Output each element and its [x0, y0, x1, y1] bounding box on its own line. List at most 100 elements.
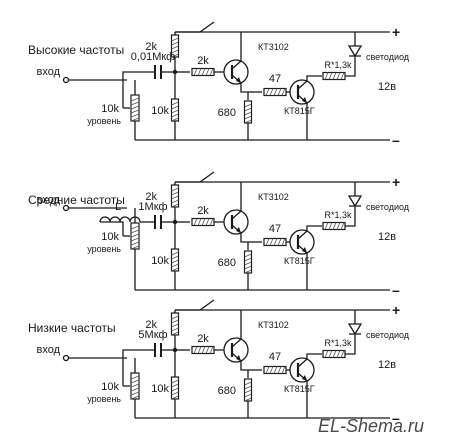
cap-label: 0,01Мкф — [131, 51, 175, 63]
resistor-base-hatch — [201, 218, 206, 226]
transistor-q1-circle — [223, 59, 249, 85]
r-base-label: 2k — [197, 55, 209, 67]
voltage-label: 12в — [378, 81, 396, 93]
resistor-emitter-hatch — [244, 265, 252, 270]
led-lead — [345, 62, 356, 77]
resistor-led-hatch — [328, 72, 333, 80]
resistor-bottom-hatch — [171, 391, 179, 396]
led-label: светодиод — [366, 330, 410, 340]
pot-value-label: 10k — [101, 103, 119, 115]
resistor-base-hatch — [201, 68, 206, 76]
resistor-led — [322, 221, 346, 231]
resistor-led-hatch — [332, 222, 337, 230]
resistor-led-hatch — [340, 222, 345, 230]
potentiometer-hatch — [130, 245, 140, 250]
resistor-top-hatch — [171, 315, 179, 320]
resistor-base-hatch — [197, 68, 202, 76]
input-terminal — [62, 354, 70, 362]
led-label: светодиод — [366, 202, 410, 212]
resistor-base — [191, 67, 215, 77]
led-diode — [347, 323, 363, 336]
transistor-q1-collector — [231, 338, 242, 348]
minus-sign: – — [392, 282, 400, 298]
resistor-bottom-hatch — [171, 383, 179, 388]
r-bottom-label: 10k — [151, 255, 169, 267]
resistor-base-hatch — [205, 346, 210, 354]
resistor-emitter-hatch — [244, 111, 252, 116]
resistor-bottom-hatch — [171, 251, 179, 256]
r-led-label: R*1,3k — [324, 338, 352, 348]
resistor-link — [263, 365, 287, 375]
potentiometer-hatch — [130, 383, 140, 388]
transistor-q2-arrow — [302, 375, 307, 381]
resistor-base-hatch — [197, 346, 202, 354]
transistor-q1-arrow — [236, 227, 241, 233]
resistor-bottom — [170, 376, 180, 400]
transistor-q2-collector — [297, 80, 308, 90]
r-emitter-label: 680 — [218, 385, 236, 397]
potentiometer-hatch — [130, 387, 140, 392]
resistor-led-hatch — [336, 72, 341, 80]
transistor-q1-collector — [231, 210, 242, 220]
resistor-emitter-hatch — [244, 103, 252, 108]
resistor-emitter-hatch — [244, 115, 252, 120]
resistor-link-hatch — [273, 238, 278, 246]
wiper-lead — [100, 221, 124, 236]
resistor-top-hatch — [171, 53, 179, 58]
resistor-emitter — [243, 378, 253, 402]
r-base-label: 2k — [197, 333, 209, 345]
resistor-base-hatch — [209, 346, 214, 354]
resistor-bottom-hatch — [171, 379, 179, 384]
transistor-q2-arrow — [302, 247, 307, 253]
resistor-base-hatch — [193, 218, 198, 226]
inductor-label: L — [115, 201, 121, 213]
led-lead — [345, 212, 356, 227]
resistor-bottom-hatch — [171, 395, 179, 400]
plus-sign: + — [392, 24, 400, 40]
resistor-emitter-hatch — [244, 381, 252, 386]
resistor-led — [322, 71, 346, 81]
resistor-bottom-hatch — [171, 101, 179, 106]
resistor-bottom — [170, 98, 180, 122]
resistor-emitter-hatch — [244, 385, 252, 390]
input-label: вход — [36, 66, 60, 78]
stage-title: Низкие частоты — [28, 321, 116, 335]
minus-sign: – — [392, 132, 400, 148]
r-link-label: 47 — [269, 223, 281, 235]
r-emitter-label: 680 — [218, 107, 236, 119]
q1-label: КТ3102 — [258, 42, 289, 52]
resistor-emitter-hatch — [244, 397, 252, 402]
watermark-logo: EL-Shema.ru — [318, 416, 424, 436]
resistor-base-hatch — [209, 218, 214, 226]
voltage-label: 12в — [378, 231, 396, 243]
transistor-q2 — [289, 357, 315, 383]
led-label: светодиод — [366, 52, 410, 62]
resistor-emitter-hatch — [244, 269, 252, 274]
q1-emitter-wire — [240, 83, 248, 93]
r-link-label: 47 — [269, 73, 281, 85]
resistor-bottom-hatch — [171, 255, 179, 260]
input-terminal — [62, 204, 70, 212]
resistor-bottom-hatch — [171, 117, 179, 122]
resistor-link-hatch — [277, 88, 282, 96]
resistor-link-hatch — [281, 238, 286, 246]
r-led-label: R*1,3k — [324, 210, 352, 220]
resistor-base-hatch — [193, 68, 198, 76]
potentiometer-hatch — [130, 379, 140, 384]
resistor-emitter-hatch — [244, 393, 252, 398]
resistor-link-hatch — [265, 238, 270, 246]
transistor-q2-circle — [289, 79, 315, 105]
led-diode — [347, 45, 363, 58]
resistor-link-hatch — [269, 238, 274, 246]
transistor-q1-circle — [223, 337, 249, 363]
resistor-bottom-hatch — [171, 113, 179, 118]
led-lead — [345, 340, 356, 355]
resistor-base-hatch — [193, 346, 198, 354]
resistor-top-hatch — [171, 331, 179, 336]
inductor — [99, 216, 141, 223]
resistor-emitter-hatch — [244, 119, 252, 124]
plus-sign: + — [392, 174, 400, 190]
resistor-bottom-hatch — [171, 263, 179, 268]
